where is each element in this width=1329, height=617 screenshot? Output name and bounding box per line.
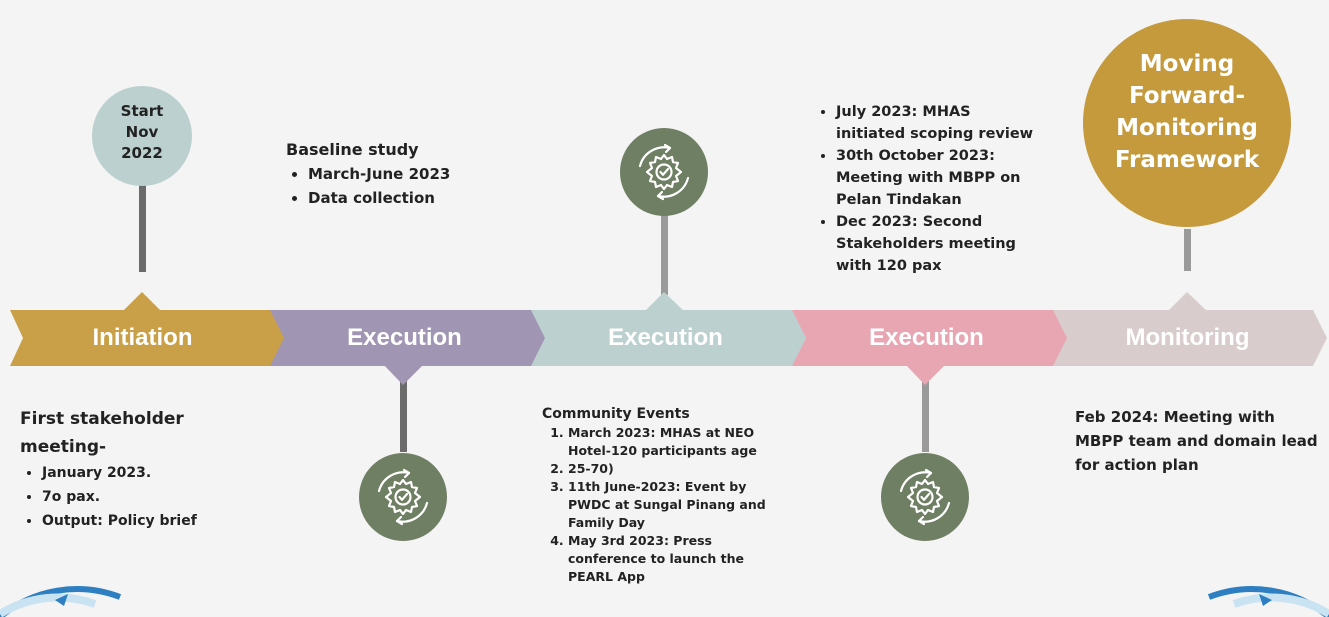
moving-forward-circle — [1083, 19, 1291, 227]
stage-label-monitoring: Monitoring — [1125, 324, 1250, 351]
first-stakeholder-item: 7o pax. — [42, 485, 250, 509]
gear-icon — [881, 453, 969, 541]
stage-execution-1-arrow — [270, 310, 546, 366]
scoping-item: July 2023: MHAS initiated scoping review — [836, 101, 1037, 145]
first-stakeholder-block: First stakeholder meeting- January 2023.… — [20, 405, 250, 533]
start-line-2: Nov — [125, 123, 159, 141]
baseline-item: March-June 2023 — [308, 162, 486, 186]
start-line-1: Start — [120, 102, 164, 120]
stage-label-initiation: Initiation — [92, 324, 193, 351]
stage-label-execution-2: Execution — [608, 324, 723, 351]
stage-execution-2-arrow — [531, 310, 806, 366]
gear-icon — [359, 453, 447, 541]
scoping-review-block: July 2023: MHAS initiated scoping review… — [812, 101, 1037, 277]
start-circle — [92, 86, 192, 186]
stage-monitoring-notch — [1167, 292, 1208, 312]
first-stakeholder-item: Output: Policy brief — [42, 509, 250, 533]
moving-forward-line-3: Monitoring — [1116, 115, 1258, 141]
community-event-item: 25-70) — [568, 460, 792, 478]
baseline-study-title: Baseline study — [286, 140, 419, 159]
start-line-3: 2022 — [121, 144, 163, 162]
corner-logo-right — [1207, 586, 1329, 617]
stage-execution-3-arrow — [792, 310, 1068, 366]
moving-forward-line-1: Moving — [1139, 51, 1235, 77]
baseline-study-block: Baseline study March-June 2023 Data coll… — [286, 138, 486, 210]
connector-start — [139, 178, 146, 272]
connector-execution-2 — [661, 205, 668, 295]
stage-monitoring-arrow — [1053, 310, 1327, 366]
community-event-item: March 2023: MHAS at NEO Hotel-120 partic… — [568, 424, 792, 460]
connector-execution-3 — [922, 372, 929, 452]
moving-forward-line-2: Forward- — [1128, 83, 1246, 109]
moving-forward-line-4: Framework — [1114, 147, 1260, 173]
community-events-block: Community Events March 2023: MHAS at NEO… — [542, 404, 792, 586]
start-label: Start Nov 2022 — [102, 101, 182, 164]
first-stakeholder-title-1: First stakeholder — [20, 409, 184, 429]
first-stakeholder-item: January 2023. — [42, 461, 250, 485]
community-event-item: 11th June-2023: Event by PWDC at Sungal … — [568, 478, 792, 532]
stage-initiation-notch — [122, 292, 162, 312]
feb-2024-meeting-text: Feb 2024: Meeting with MBPP team and dom… — [1075, 408, 1318, 474]
stage-execution-3-notch — [905, 364, 946, 385]
baseline-item: Data collection — [308, 186, 486, 210]
community-event-item: May 3rd 2023: Press conference to launch… — [568, 532, 792, 586]
connector-monitoring — [1184, 229, 1191, 271]
corner-logo-left — [0, 586, 122, 617]
moving-forward-label: Moving Forward- Monitoring Framework — [1100, 48, 1274, 176]
scoping-item: Dec 2023: Second Stakeholders meeting wi… — [836, 211, 1037, 277]
scoping-item: 30th October 2023: Meeting with MBPP on … — [836, 145, 1037, 211]
connector-execution-1 — [400, 367, 407, 452]
stage-label-execution-1: Execution — [347, 324, 462, 351]
gear-icon — [620, 128, 708, 216]
stage-execution-2-notch — [644, 292, 685, 312]
community-events-title: Community Events — [542, 406, 690, 422]
first-stakeholder-title-2: meeting- — [20, 437, 107, 457]
stage-execution-1-notch — [383, 364, 424, 385]
stage-label-execution-3: Execution — [869, 324, 984, 351]
stage-initiation-arrow — [10, 310, 285, 366]
